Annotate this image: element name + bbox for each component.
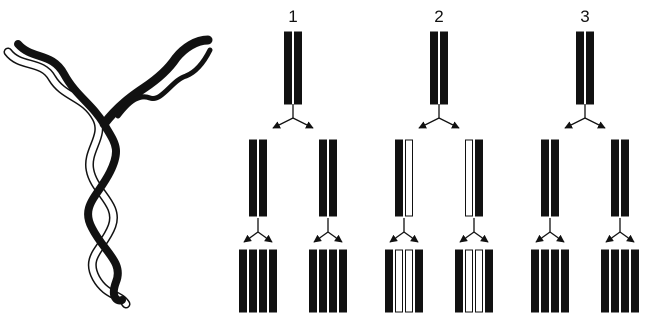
strand-dark bbox=[561, 249, 569, 313]
fork-arrow-left bbox=[459, 231, 475, 243]
fork-arrow-left bbox=[243, 231, 259, 243]
strand-dark bbox=[541, 139, 549, 217]
strand-dark bbox=[329, 249, 337, 313]
strand-dark bbox=[621, 139, 629, 217]
strand-dark bbox=[259, 139, 267, 217]
strand-dark bbox=[249, 139, 257, 217]
helix-dark-strand bbox=[14, 40, 126, 305]
strand-dark bbox=[239, 249, 247, 313]
strand-light bbox=[405, 249, 413, 313]
strand-dark bbox=[249, 249, 257, 313]
strand-light bbox=[465, 249, 473, 313]
strand-dark bbox=[319, 139, 327, 217]
fork-arrow-left bbox=[418, 117, 440, 129]
double-helix-illustration bbox=[3, 35, 213, 309]
strand-dark bbox=[601, 249, 609, 313]
panel-label: 3 bbox=[580, 7, 589, 26]
fork-arrow-left bbox=[605, 231, 621, 243]
strand-dark bbox=[455, 249, 463, 313]
fork-arrow-right bbox=[438, 117, 460, 129]
strand-dark bbox=[395, 139, 403, 217]
fork-arrow-left bbox=[564, 117, 586, 129]
fork-arrow-right bbox=[584, 117, 606, 129]
strand-light bbox=[395, 249, 403, 313]
fork-arrow-right bbox=[473, 231, 489, 243]
strand-dark bbox=[551, 249, 559, 313]
panel-label: 1 bbox=[288, 7, 297, 26]
strand-dark bbox=[259, 249, 267, 313]
strand-dark bbox=[611, 249, 619, 313]
strand-dark bbox=[294, 31, 302, 105]
helix-right-arm bbox=[99, 35, 213, 129]
fork-arrow-left bbox=[272, 117, 294, 129]
strand-dark bbox=[531, 249, 539, 313]
strand-dark bbox=[440, 31, 448, 105]
fork-arrow-left bbox=[389, 231, 405, 243]
strand-dark bbox=[339, 249, 347, 313]
strand-dark bbox=[269, 249, 277, 313]
strand-dark bbox=[586, 31, 594, 105]
fork-arrow-right bbox=[619, 231, 635, 243]
strand-dark bbox=[551, 139, 559, 217]
strand-dark bbox=[541, 249, 549, 313]
fork-arrow-right bbox=[257, 231, 273, 243]
fork-arrow-right bbox=[292, 117, 314, 129]
strand-dark bbox=[319, 249, 327, 313]
fork-arrow-left bbox=[313, 231, 329, 243]
strand-light bbox=[475, 249, 483, 313]
fork-arrow-left bbox=[535, 231, 551, 243]
strand-dark bbox=[576, 31, 584, 105]
strand-dark bbox=[284, 31, 292, 105]
strand-dark bbox=[475, 139, 483, 217]
replication-models: 1 2 3 bbox=[239, 7, 639, 313]
strand-dark bbox=[621, 249, 629, 313]
strand-dark bbox=[430, 31, 438, 105]
fork-arrow-right bbox=[549, 231, 565, 243]
strand-dark bbox=[385, 249, 393, 313]
strand-dark bbox=[631, 249, 639, 313]
fork-arrow-right bbox=[327, 231, 343, 243]
strand-dark bbox=[329, 139, 337, 217]
strand-dark bbox=[309, 249, 317, 313]
fork-arrow-right bbox=[403, 231, 419, 243]
strand-dark bbox=[611, 139, 619, 217]
strand-dark bbox=[485, 249, 493, 313]
strand-light bbox=[405, 139, 413, 217]
strand-light bbox=[465, 139, 473, 217]
strand-dark bbox=[415, 249, 423, 313]
panel-label: 2 bbox=[434, 7, 443, 26]
